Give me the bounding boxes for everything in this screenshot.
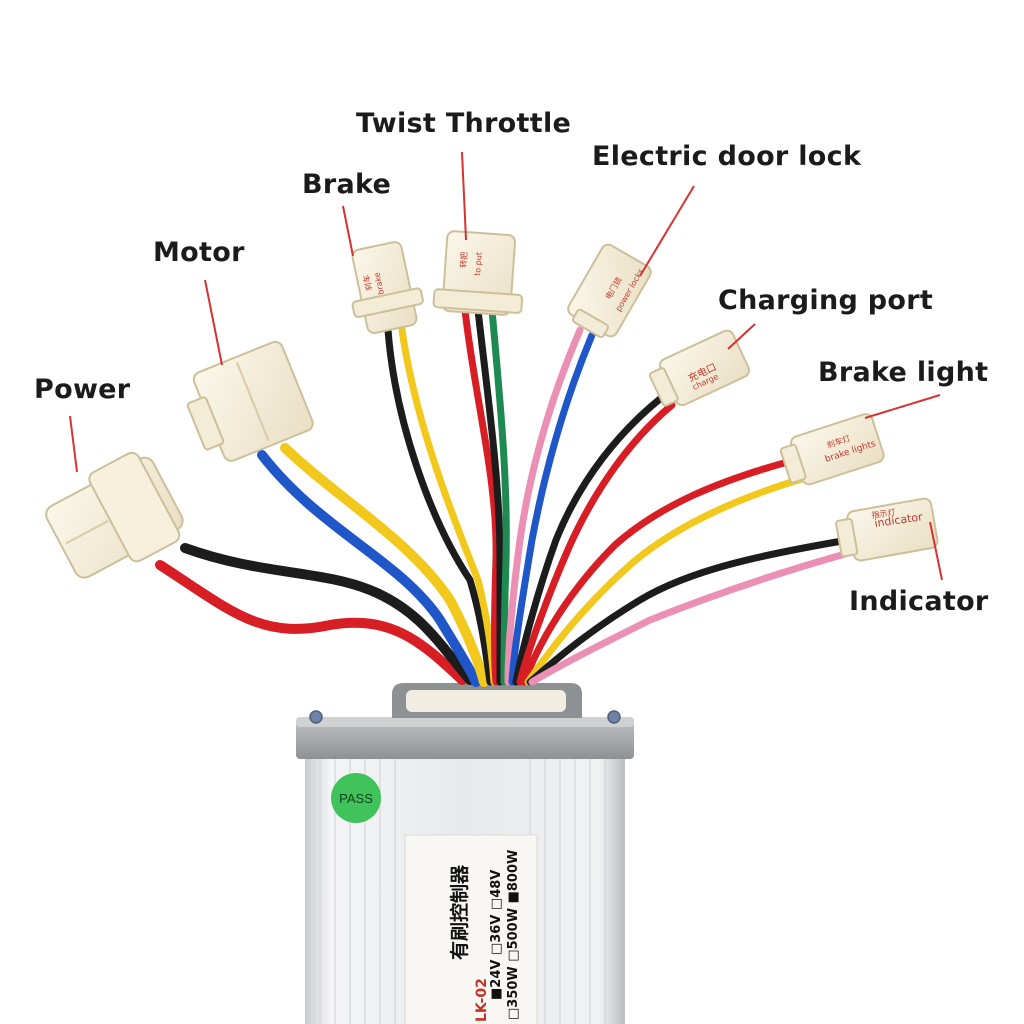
brake-yellow-wire	[398, 326, 498, 686]
callout-line-doorlock	[639, 185, 695, 277]
callout-line-indicator	[929, 521, 943, 581]
label-charging-port: Charging port	[718, 285, 934, 316]
product-name-text: 有刷控制器	[448, 864, 471, 960]
controller-body	[296, 683, 634, 1024]
motor-yellow-wire	[280, 443, 489, 687]
throttle-red-wire	[461, 306, 500, 686]
callout-line-charging	[727, 323, 756, 350]
pass-sticker-text: PASS	[339, 791, 373, 806]
label-twist-throttle: Twist Throttle	[356, 108, 572, 139]
label-electric-door-lock: Electric door lock	[592, 141, 862, 172]
brakelight-connector	[779, 413, 885, 486]
throttle-tag-en: to put	[473, 252, 484, 276]
voltage-options-text: ■24V □36V □48V	[489, 870, 504, 1000]
throttle-black-wire	[474, 306, 504, 686]
power-options-text: □350W □500W ■800W	[506, 850, 521, 1020]
callout-line-brake	[342, 205, 354, 257]
doorlock-connector	[567, 243, 652, 339]
callout-line-brakelight	[864, 394, 941, 419]
brake-tag-cn: 刹车	[361, 274, 374, 292]
charge-red-wire	[516, 401, 676, 686]
charge-black-wire	[512, 391, 669, 686]
throttle-tag-cn: 转把	[458, 251, 469, 268]
throttle-green-wire	[488, 306, 510, 686]
charge-connector	[648, 329, 751, 407]
label-power: Power	[34, 374, 131, 405]
power-red-wire	[155, 560, 467, 685]
spec-label	[404, 834, 538, 1024]
power-connector	[45, 451, 184, 579]
doorlock-pink-wire	[504, 326, 584, 686]
brake-connector	[351, 241, 424, 335]
label-motor: Motor	[153, 237, 245, 268]
brakelight-yellow-wire	[524, 474, 809, 686]
label-indicator: Indicator	[849, 586, 989, 617]
label-brake: Brake	[302, 169, 392, 200]
brakelight-red-wire	[520, 456, 799, 686]
power-black-wire	[180, 543, 475, 685]
indicator-pink-wire	[528, 548, 856, 686]
callout-line-throttle	[461, 151, 467, 241]
motor-connector	[186, 340, 314, 462]
doorlock-blue-wire	[508, 331, 596, 686]
callout-lines	[69, 151, 943, 581]
label-brake-light: Brake light	[818, 357, 989, 388]
callout-line-motor	[204, 279, 223, 366]
indicator-tag-cn: 指示灯	[871, 507, 896, 520]
brake-black-wire	[384, 326, 494, 686]
pass-sticker: PASS	[331, 773, 381, 823]
motor-blue-wire	[257, 450, 481, 687]
callout-line-power	[69, 415, 78, 473]
indicator-connector	[835, 497, 939, 562]
indicator-black-wire	[526, 536, 852, 686]
wire-harness	[155, 306, 856, 687]
model-fragment-text: LK-02	[474, 978, 490, 1022]
throttle-connector	[432, 230, 524, 316]
